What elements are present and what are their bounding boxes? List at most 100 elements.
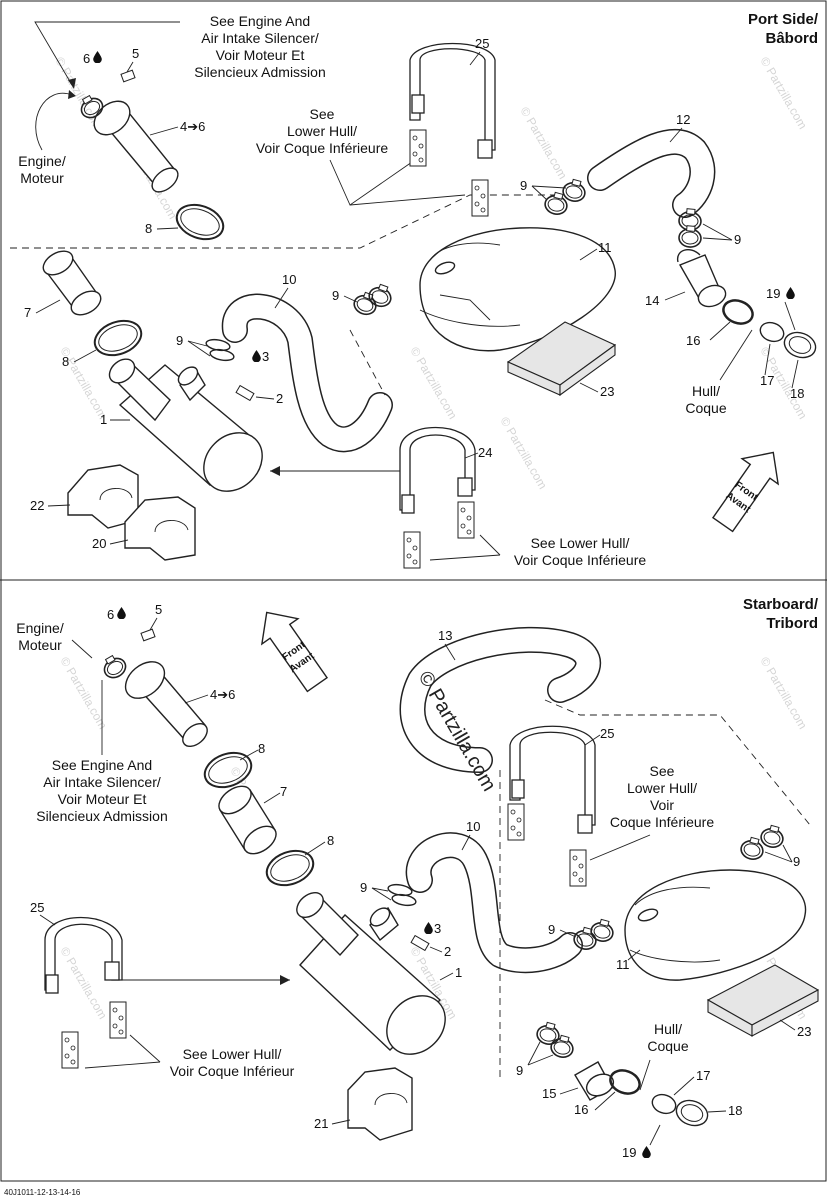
callout-8: 8 <box>62 354 69 369</box>
callout-9: 9 <box>516 1063 523 1078</box>
port-side-section: Port Side/ Bâbord Engine/ Moteur See Eng… <box>10 11 819 569</box>
callout-22: 22 <box>30 498 44 513</box>
port-side-title-fr: Bâbord <box>766 30 819 47</box>
callout-9: 9 <box>793 854 800 869</box>
hull-note: Coque <box>685 400 726 416</box>
intake-fitting <box>98 628 208 748</box>
callout-18: 18 <box>728 1103 742 1118</box>
lower-hull-note: See <box>650 763 675 779</box>
callout-14: 14 <box>645 293 659 308</box>
lower-hull-note: Lower Hull/ <box>627 780 697 796</box>
lower-hull-note: Coque Inférieure <box>610 814 715 830</box>
watermark: © Partzilla.com <box>497 415 550 492</box>
callout-8: 8 <box>327 833 334 848</box>
callout-19: 19 <box>766 286 780 301</box>
watermark: © Partzilla.com <box>757 55 810 132</box>
engine-note: Engine/ <box>16 620 64 636</box>
muffler-1 <box>296 891 446 1055</box>
lower-hull-note: Voir Coque Inférieure <box>256 140 389 156</box>
callout-11: 11 <box>598 240 612 255</box>
outlet-15 <box>574 1061 615 1101</box>
leader-line <box>35 92 73 151</box>
pad-23-port <box>506 321 617 397</box>
leader-line <box>34 21 180 86</box>
sleeve-7 <box>42 250 102 316</box>
watermark: © Partzilla.com <box>757 655 810 732</box>
muffler-1 <box>108 358 263 492</box>
front-arrow-starboard: Front Avant <box>260 611 329 693</box>
callout-9: 9 <box>360 880 367 895</box>
callout-12: 12 <box>676 112 690 127</box>
callout-19: 19 <box>622 1145 636 1160</box>
outlet-14 <box>676 248 727 308</box>
engine-intake-note: Air Intake Silencer/ <box>201 30 319 46</box>
engine-note: Moteur <box>18 637 62 653</box>
hull-note: Hull/ <box>654 1021 682 1037</box>
lower-hull-note: Voir Coque Inférieure <box>514 552 647 568</box>
lower-hull-note: See <box>310 106 335 122</box>
watermark: © Partzilla.com <box>407 345 460 422</box>
callout-2: 2 <box>276 391 283 406</box>
sleeve-7 <box>218 785 277 855</box>
engine-intake-note: Silencieux Admission <box>194 64 326 80</box>
callout-23: 23 <box>797 1024 811 1039</box>
watermark: © Partzilla.com <box>517 105 570 182</box>
strap-24 <box>399 426 476 569</box>
diagram-code: 40J1011-12-13-14-16 <box>4 1188 81 1197</box>
callout-7: 7 <box>280 784 287 799</box>
callout-25: 25 <box>475 36 489 51</box>
lower-hull-note: Voir <box>650 797 674 813</box>
engine-intake-note: Air Intake Silencer/ <box>43 774 161 790</box>
front-arrow-port: Front Avant <box>711 451 780 533</box>
callout-4-6: 4➔6 <box>210 687 235 702</box>
callout-6: 6 <box>83 51 90 66</box>
callout-10: 10 <box>282 272 296 287</box>
bracket-21 <box>347 1067 413 1141</box>
callout-21: 21 <box>314 1116 328 1131</box>
callout-17: 17 <box>696 1068 710 1083</box>
starboard-title-fr: Tribord <box>766 615 818 632</box>
bracket-20 <box>124 496 196 561</box>
engine-intake-note: See Engine And <box>52 757 152 773</box>
callout-8: 8 <box>258 741 265 756</box>
callout-6: 6 <box>107 607 114 622</box>
watermark: © Partzilla.com <box>57 945 110 1022</box>
callout-18: 18 <box>790 386 804 401</box>
engine-intake-note: Voir Moteur Et <box>216 47 305 63</box>
strap-25-port <box>409 42 496 217</box>
resonator-11-port <box>419 227 616 352</box>
engine-intake-note: Silencieux Admission <box>36 808 168 824</box>
callout-9: 9 <box>520 178 527 193</box>
callout-9: 9 <box>734 232 741 247</box>
callout-2: 2 <box>444 944 451 959</box>
callout-3: 3 <box>262 349 269 364</box>
callout-13: 13 <box>438 628 452 643</box>
callout-20: 20 <box>92 536 106 551</box>
engine-intake-note: See Engine And <box>210 13 310 29</box>
lower-hull-note: Voir Coque Inférieur <box>170 1063 295 1079</box>
hull-note: Hull/ <box>692 383 720 399</box>
callout-17: 17 <box>760 373 774 388</box>
callout-1: 1 <box>455 965 462 980</box>
pad-23-starboard <box>706 964 820 1037</box>
lower-hull-note: Lower Hull/ <box>287 123 357 139</box>
callout-25: 25 <box>600 726 614 741</box>
callout-7: 7 <box>24 305 31 320</box>
intake-fitting <box>75 69 179 193</box>
callout-8: 8 <box>145 221 152 236</box>
callout-9: 9 <box>548 922 555 937</box>
callout-16: 16 <box>686 333 700 348</box>
starboard-title: Starboard/ <box>743 596 819 613</box>
callout-5: 5 <box>132 46 139 61</box>
starboard-section: Starboard/ Tribord Engine/ Moteur See En… <box>16 596 820 1160</box>
callout-3: 3 <box>434 921 441 936</box>
callout-25: 25 <box>30 900 44 915</box>
strap-25-starboard <box>507 725 596 887</box>
callout-1: 1 <box>100 412 107 427</box>
port-side-title: Port Side/ <box>748 11 819 28</box>
callout-24: 24 <box>478 445 492 460</box>
callout-11: 11 <box>616 957 630 972</box>
callout-5: 5 <box>155 602 162 617</box>
